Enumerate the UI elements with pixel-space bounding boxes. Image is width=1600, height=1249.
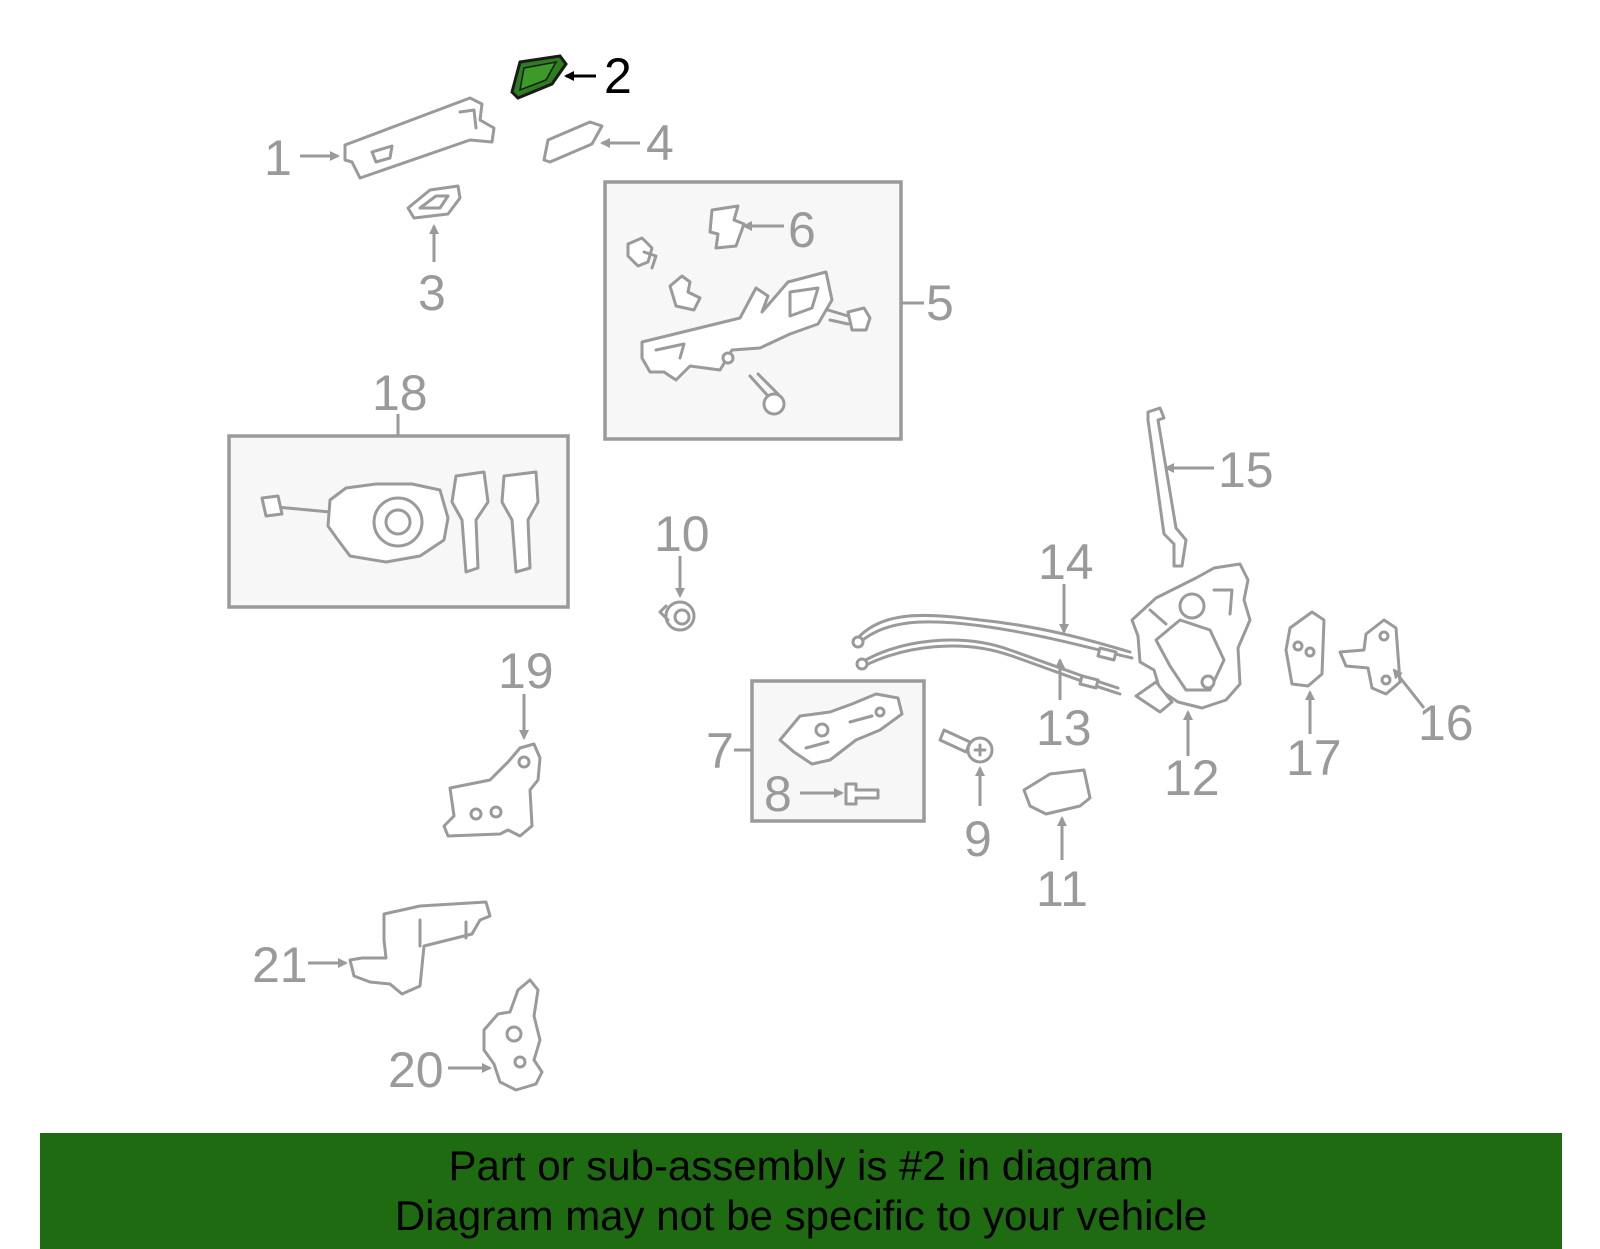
callout-20: 20 [388, 1042, 444, 1098]
part-7-assembly-box: 7 8 [706, 679, 926, 823]
part-5-assembly-box: 6 5 [603, 180, 954, 441]
info-banner: Part or sub-assembly is #2 in diagram Di… [40, 1133, 1562, 1249]
banner-line-2: Diagram may not be specific to your vehi… [394, 1192, 1208, 1239]
callout-5: 5 [926, 275, 954, 331]
callout-19: 19 [498, 643, 554, 699]
part-1: 1 [264, 96, 496, 186]
callout-18: 18 [372, 365, 428, 421]
part-16: 16 [1338, 618, 1474, 751]
part-15: 15 [1146, 406, 1274, 568]
part-19: 19 [442, 643, 554, 838]
part-10: 10 [654, 506, 710, 632]
callout-13: 13 [1036, 700, 1092, 756]
callout-2: 2 [604, 48, 632, 104]
part-4: 4 [542, 115, 674, 171]
callout-8: 8 [764, 766, 792, 822]
callout-15: 15 [1218, 442, 1274, 498]
part-11: 11 [1022, 768, 1092, 917]
callout-14: 14 [1038, 534, 1094, 590]
callout-11: 11 [1036, 861, 1088, 917]
callout-7: 7 [706, 723, 734, 779]
callout-10: 10 [654, 506, 710, 562]
part-9: 9 [938, 728, 994, 867]
part-13-14-cables: 14 13 [851, 534, 1134, 756]
callout-21: 21 [252, 937, 308, 993]
part-12: 12 [1130, 562, 1252, 806]
callout-12: 12 [1164, 750, 1220, 806]
callout-3: 3 [418, 265, 446, 321]
part-3: 3 [406, 184, 462, 321]
callout-6: 6 [788, 202, 816, 258]
part-17: 17 [1284, 610, 1342, 786]
callout-9: 9 [964, 811, 992, 867]
part-2-highlighted[interactable]: 2 [510, 48, 632, 104]
callout-4: 4 [646, 115, 674, 171]
callout-17: 17 [1286, 730, 1342, 786]
callout-1: 1 [264, 130, 292, 186]
part-18-assembly-box: 18 [227, 365, 570, 609]
part-20: 20 [388, 978, 544, 1098]
callout-16: 16 [1418, 695, 1474, 751]
banner-line-1: Part or sub-assembly is #2 in diagram [448, 1142, 1154, 1189]
part-21: 21 [252, 900, 492, 996]
